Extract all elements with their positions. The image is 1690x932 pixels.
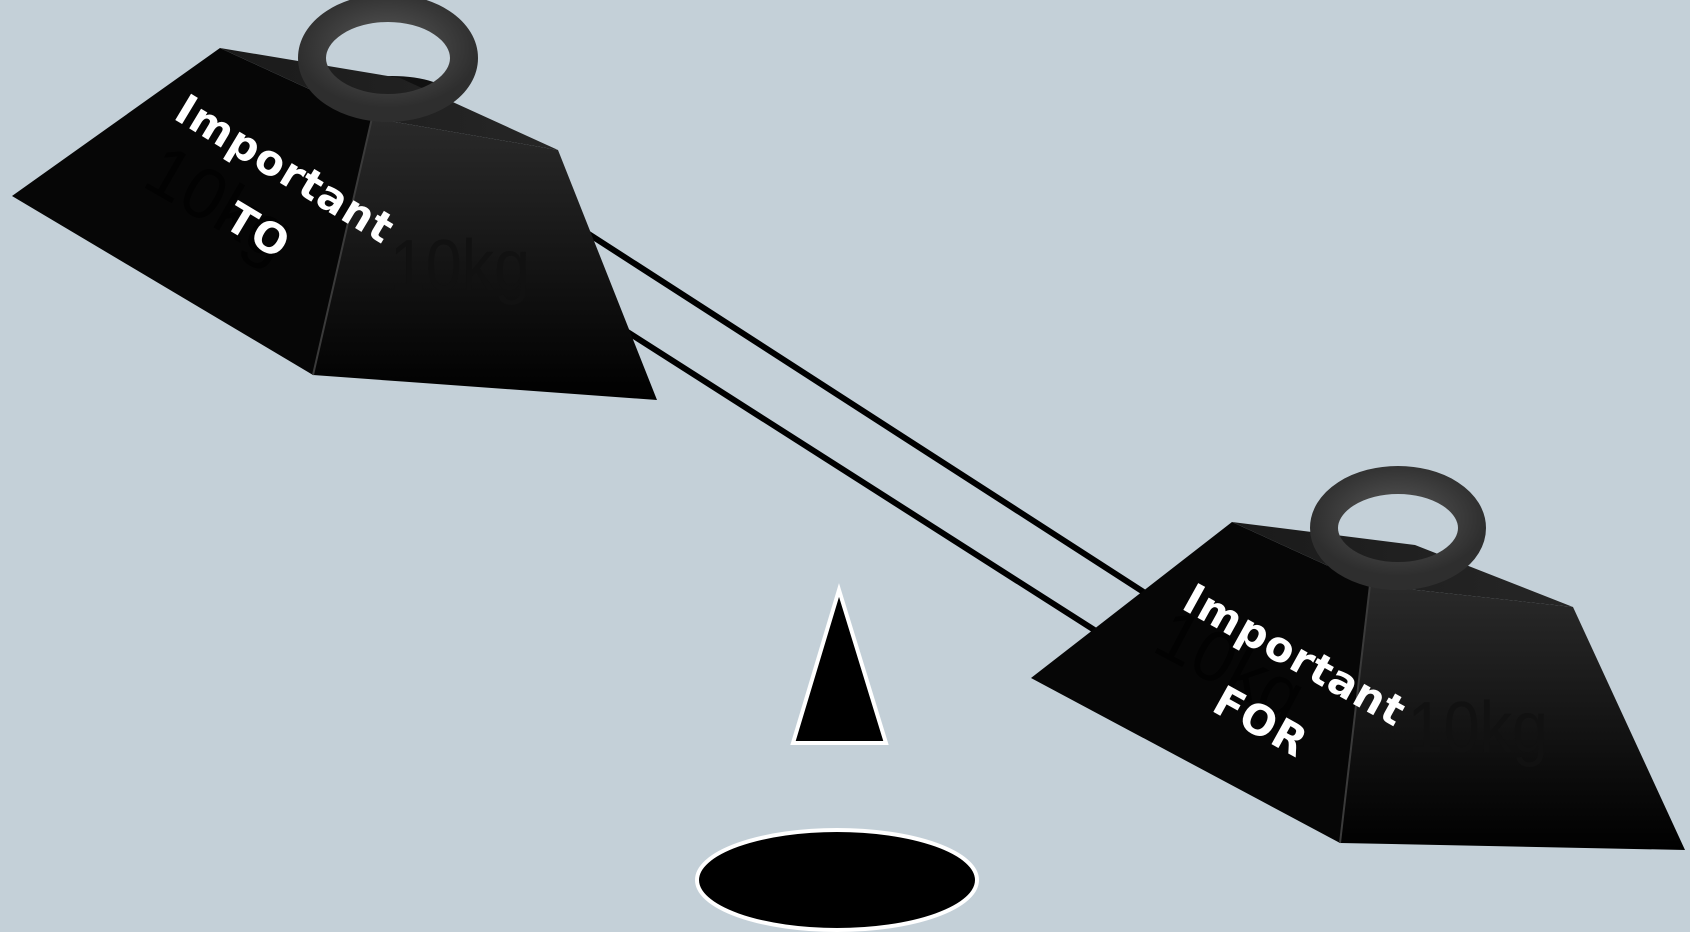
fulcrum-triangle: [793, 590, 886, 743]
left-weight-mass-label: 10kg: [390, 225, 531, 306]
left-weight: 10kg 10kg Important TO: [12, 8, 657, 400]
plank-top-edge: [536, 200, 1190, 622]
right-weight-mass-label: 10kg: [1408, 687, 1549, 768]
right-weight: 10kg 10kg Important FOR: [1031, 480, 1685, 850]
fulcrum-base: [697, 830, 977, 930]
